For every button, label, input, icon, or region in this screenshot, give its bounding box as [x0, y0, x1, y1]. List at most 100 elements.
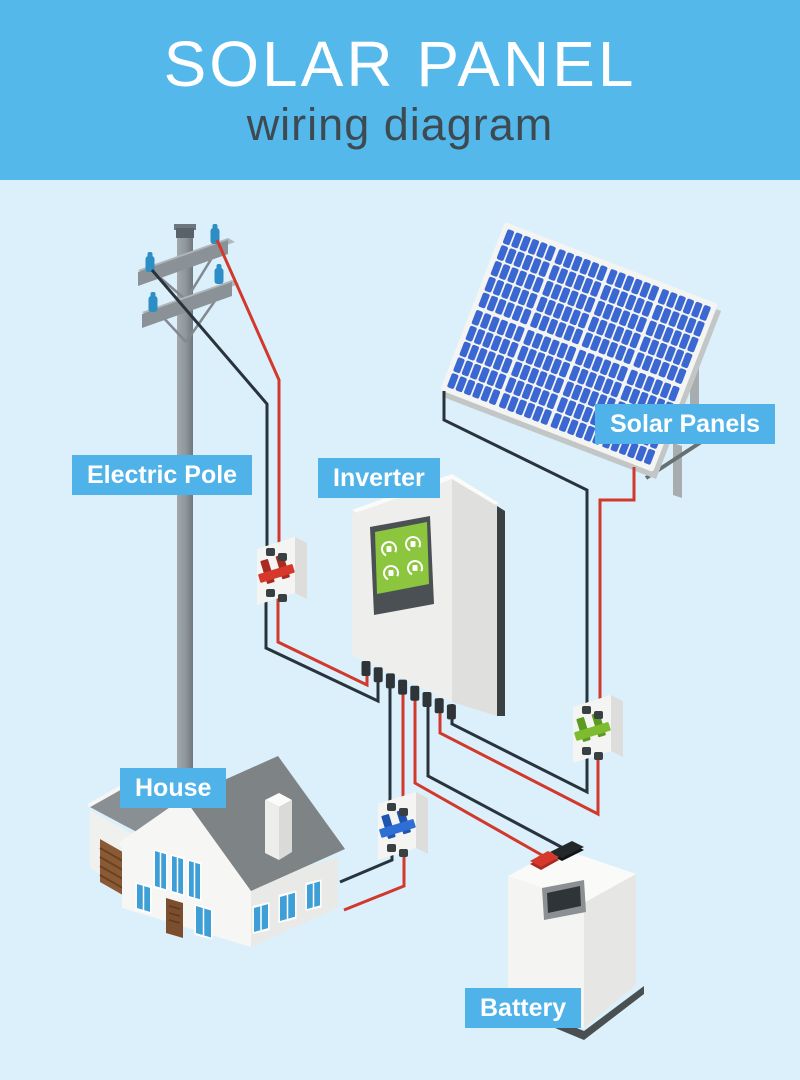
solar-cell: [478, 367, 490, 383]
solar-cell: [447, 373, 459, 389]
solar-cell: [654, 323, 666, 340]
solar-cell: [482, 332, 494, 348]
solar-cell: [544, 245, 556, 262]
solar-cell: [559, 287, 571, 303]
solar-cell: [478, 292, 490, 309]
solar-cell: [650, 358, 662, 375]
solar-cell: [675, 368, 687, 384]
home-gauge-icon: [406, 560, 423, 576]
battery-gauge-icon: [382, 565, 399, 581]
solar-cell: [459, 341, 471, 358]
solar-cell: [556, 342, 568, 359]
solar-cell: [536, 371, 548, 387]
solar-cell: [492, 354, 504, 371]
solar-cell: [536, 296, 548, 313]
wire: [215, 239, 281, 550]
solar-cell: [525, 348, 537, 365]
solar-cell: [587, 316, 600, 333]
solar-cell: [501, 357, 513, 374]
inverter-terminals: [361, 661, 456, 720]
solar-cell: [581, 406, 593, 423]
solar-cell: [548, 265, 560, 281]
solar-cell: [515, 399, 527, 416]
solar-cell: [567, 419, 579, 436]
solar-cell: [600, 359, 612, 376]
solar-cell: [577, 368, 589, 385]
solar-cell: [532, 277, 544, 293]
solar-gauge-icon: [381, 541, 398, 557]
solar-cell: [559, 361, 571, 378]
solar-cell: [616, 365, 628, 382]
solar-cell: [556, 268, 568, 284]
solar-cell: [575, 349, 587, 366]
solar-cell: [585, 372, 597, 388]
solar-cell: [647, 285, 660, 301]
solar-cell: [493, 280, 505, 296]
solar-cell: [565, 346, 577, 362]
inverter-terminal: [361, 661, 371, 676]
page-title: SOLAR PANEL: [163, 28, 637, 101]
wire: [442, 391, 589, 713]
solar-cell: [643, 448, 656, 465]
solar-cell: [656, 342, 668, 359]
solar-cell: [616, 291, 628, 308]
solar-cell: [573, 403, 585, 420]
solar-cell: [505, 322, 517, 339]
solar-cell: [472, 382, 484, 399]
inverter-terminal: [434, 698, 444, 714]
solar-cell: [635, 316, 647, 333]
solar-cell: [489, 389, 501, 405]
wire: [598, 467, 636, 718]
solar-cell: [584, 296, 596, 313]
solar-cell: [693, 320, 705, 337]
solar-panel-illustration: [440, 222, 722, 498]
solar-cell: [614, 272, 626, 289]
solar-cell: [507, 396, 519, 412]
label-house: House: [120, 768, 227, 808]
solar-cell: [542, 280, 554, 297]
solar-cell: [668, 311, 680, 327]
solar-cell: [641, 355, 653, 372]
solar-cell: [587, 391, 599, 407]
solar-cell: [542, 355, 554, 371]
solar-cell: [629, 332, 641, 349]
solar-cell: [503, 302, 515, 318]
solar-cell: [555, 322, 567, 338]
solar-cell: [691, 301, 703, 318]
solar-cell: [575, 293, 587, 310]
solar-cell: [571, 255, 583, 272]
solar-cell: [641, 301, 653, 317]
breaker-grid: [257, 537, 307, 605]
solar-cell: [520, 308, 532, 325]
solar-cell: [559, 416, 571, 432]
solar-cell: [540, 409, 552, 425]
solar-cell: [626, 369, 638, 386]
pole-insulator: [145, 256, 155, 272]
solar-cell: [507, 267, 519, 284]
solar-cell: [465, 325, 477, 342]
solar-cell: [484, 276, 496, 293]
solar-cell: [628, 388, 641, 405]
solar-cell: [554, 249, 566, 265]
solar-cell: [608, 362, 620, 379]
solar-cell: [645, 320, 657, 337]
solar-cell: [594, 375, 606, 391]
solar-cell: [552, 303, 565, 319]
inverter-terminal: [410, 685, 420, 701]
solar-cell: [622, 275, 635, 292]
solar-cell: [581, 277, 593, 294]
solar-cell: [507, 341, 519, 358]
solar-cell: [548, 339, 560, 356]
solar-cell: [658, 361, 670, 378]
solar-cell: [530, 386, 542, 403]
solar-cell: [670, 330, 682, 346]
solar-cell: [610, 307, 622, 323]
solar-cell: [575, 422, 587, 439]
inverter-terminal: [373, 667, 383, 683]
solar-cell: [530, 258, 542, 274]
solar-cell: [662, 327, 674, 343]
solar-cell: [606, 269, 618, 285]
solar-cell: [527, 367, 539, 384]
solar-cell: [546, 393, 558, 409]
